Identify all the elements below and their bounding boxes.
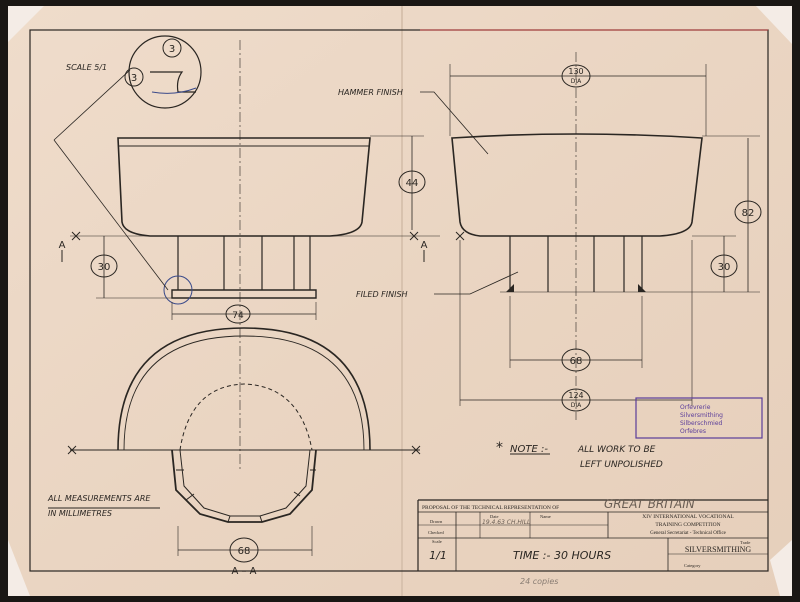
dim-bubbles xyxy=(90,64,762,563)
title-block-frame xyxy=(417,499,768,571)
stamp-line-3: Silberschmied xyxy=(680,420,723,427)
left-front-view xyxy=(61,40,440,470)
category-label: Category xyxy=(684,563,701,568)
torn-corner-br xyxy=(770,540,792,596)
country-name: GREAT BRITAIN xyxy=(604,497,695,511)
competition-line1: XIV INTERNATIONAL VOCATIONAL xyxy=(642,514,734,520)
competition-line2: TRAINING COMPETITION xyxy=(655,522,720,528)
dim-130-sub: DIA xyxy=(571,78,582,85)
section-mark-left: A xyxy=(59,240,66,251)
dim-68-right: 68 xyxy=(570,356,583,367)
section-view xyxy=(67,327,421,556)
col-name: Name xyxy=(540,514,551,519)
dim-74: 74 xyxy=(232,311,244,321)
stamp-line-1: Orfevrerie xyxy=(680,404,711,411)
row-drawn: Drawn xyxy=(430,519,443,524)
right-front-view xyxy=(420,52,760,420)
scale-label: SCALE 5/1 xyxy=(66,63,107,72)
trade-value: SILVERSMITHING xyxy=(685,545,752,554)
note-line1: ALL WORK TO BE xyxy=(577,445,656,455)
dim-30-left: 30 xyxy=(98,262,111,273)
detail-dim-top: 3 xyxy=(169,44,175,55)
trade-label: Trade xyxy=(740,540,750,545)
dim-82: 82 xyxy=(742,208,755,219)
dim-124-sub: DIA xyxy=(571,402,582,409)
row-checked: Checked xyxy=(428,530,444,535)
dim-30-right: 30 xyxy=(718,262,731,273)
paper xyxy=(8,6,792,596)
col-date: Date xyxy=(490,514,499,519)
stamp-line-4: Orfebres xyxy=(680,428,706,435)
section-label: A – A xyxy=(231,566,256,577)
proposal-text: PROPOSAL OF THE TECHNICAL REPRESENTATION… xyxy=(422,505,559,511)
pencil-note: 24 copies xyxy=(520,577,558,586)
measurements-line1: ALL MEASUREMENTS ARE xyxy=(47,494,151,503)
section-mark-right: A xyxy=(421,240,428,251)
note-line2: LEFT UNPOLISHED xyxy=(580,460,663,470)
drawn-entry: 19.4.63 CH.HILL xyxy=(482,519,530,526)
note-star: * xyxy=(496,440,503,456)
dim-130: 130 xyxy=(568,67,583,76)
row-scale: Scale xyxy=(432,539,442,544)
torn-corner-tl xyxy=(8,6,44,42)
torn-corner-tr xyxy=(756,6,792,44)
time-text: TIME :- 30 HOURS xyxy=(513,549,611,562)
scale-value: 1/1 xyxy=(429,549,447,562)
dim-44: 44 xyxy=(406,178,419,189)
stamp-box xyxy=(635,397,763,439)
torn-corner-bl xyxy=(8,540,30,596)
measurements-line2: IN MILLIMETRES xyxy=(48,509,112,518)
note-label: NOTE :- xyxy=(510,444,548,455)
filed-finish-label: FILED FINISH xyxy=(356,290,408,299)
detail-dim-left: 3 xyxy=(131,73,137,84)
stamp-line-2: Silversmithing xyxy=(680,412,723,419)
competition-line3: General Secretariat - Technical Office xyxy=(650,531,727,536)
hammer-finish-label: HAMMER FINISH xyxy=(338,88,403,97)
dim-68-plan: 68 xyxy=(238,546,251,557)
dim-124: 124 xyxy=(568,391,583,400)
drawing-border xyxy=(29,29,769,572)
scale-detail xyxy=(53,35,202,291)
